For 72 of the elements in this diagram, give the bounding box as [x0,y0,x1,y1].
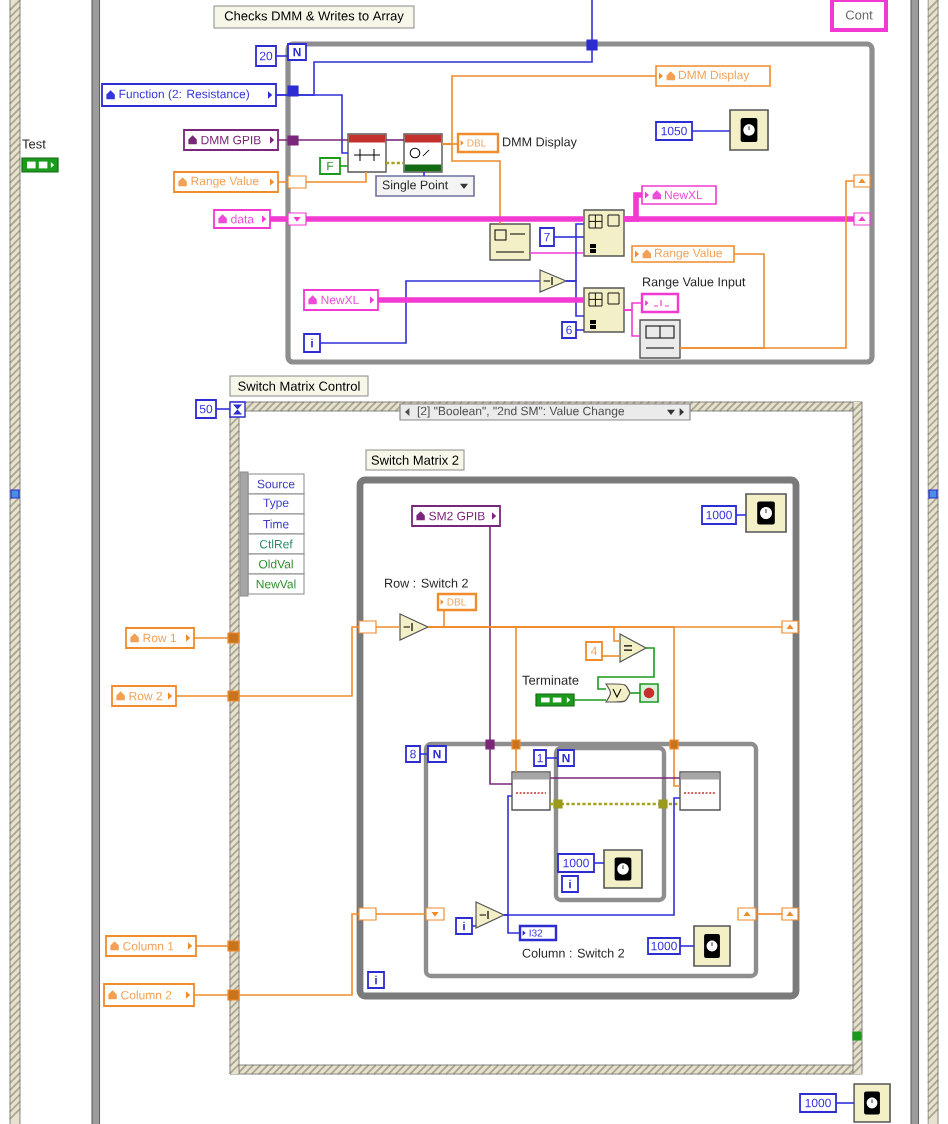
wire [629,692,641,694]
wire [489,525,513,785]
wait-timer-icon [603,849,643,889]
subvi-icon [347,133,387,173]
for-loop [423,741,759,979]
wire [277,171,367,183]
wire [471,925,477,927]
equal-node [619,633,648,663]
wire [378,297,584,303]
subvi-icon [679,771,721,811]
wire [306,216,584,222]
shift-register [781,907,799,921]
wire [565,280,585,317]
shift-register [853,174,871,188]
wait-timer-icon [729,109,769,151]
shift-register [287,212,307,226]
wire [419,753,429,755]
shift-register [853,212,871,226]
subvi-icon [639,319,681,359]
array-function-icon [583,287,625,333]
wire [545,757,559,759]
wire [427,626,783,628]
wire [549,777,681,779]
wire [175,626,401,697]
wire [679,945,695,947]
or-gate [605,683,631,703]
shift-register [737,907,757,921]
wire [529,252,585,254]
wait-timer-icon [745,493,787,533]
wire [386,161,404,165]
wire [575,329,585,331]
shift-register [425,907,445,921]
wire [270,216,288,222]
wire [735,514,747,516]
wire [503,795,513,916]
wire [601,655,621,657]
wire [553,236,585,238]
wire [679,180,855,349]
wire [193,637,229,639]
wire [275,55,289,57]
array-function-icon [583,209,625,257]
increment-node [475,901,506,929]
subvi-icon [403,133,443,173]
wire [623,309,641,337]
wire [573,699,607,701]
wire [503,914,521,934]
wire [423,171,425,177]
wire [593,862,605,864]
stop-terminal [639,683,659,703]
wire [691,130,731,132]
shift-register [781,620,799,634]
wire [385,139,405,141]
increment-node [539,269,568,293]
wire [597,647,655,690]
for-loop [553,745,667,903]
wire [277,139,349,141]
wire [550,802,680,806]
subvi-icon [489,223,531,261]
wait-timer-icon [853,1083,891,1123]
wire [755,913,783,915]
wire [503,797,681,916]
wire [215,408,231,410]
wire [195,945,229,947]
increment-node [399,613,430,641]
wire [441,143,501,225]
wait-timer-icon [693,925,731,967]
wire [835,1102,855,1104]
wire [193,913,427,996]
subvi-icon [511,771,551,811]
wire [275,0,593,96]
wire [624,216,854,222]
wire [339,165,349,167]
